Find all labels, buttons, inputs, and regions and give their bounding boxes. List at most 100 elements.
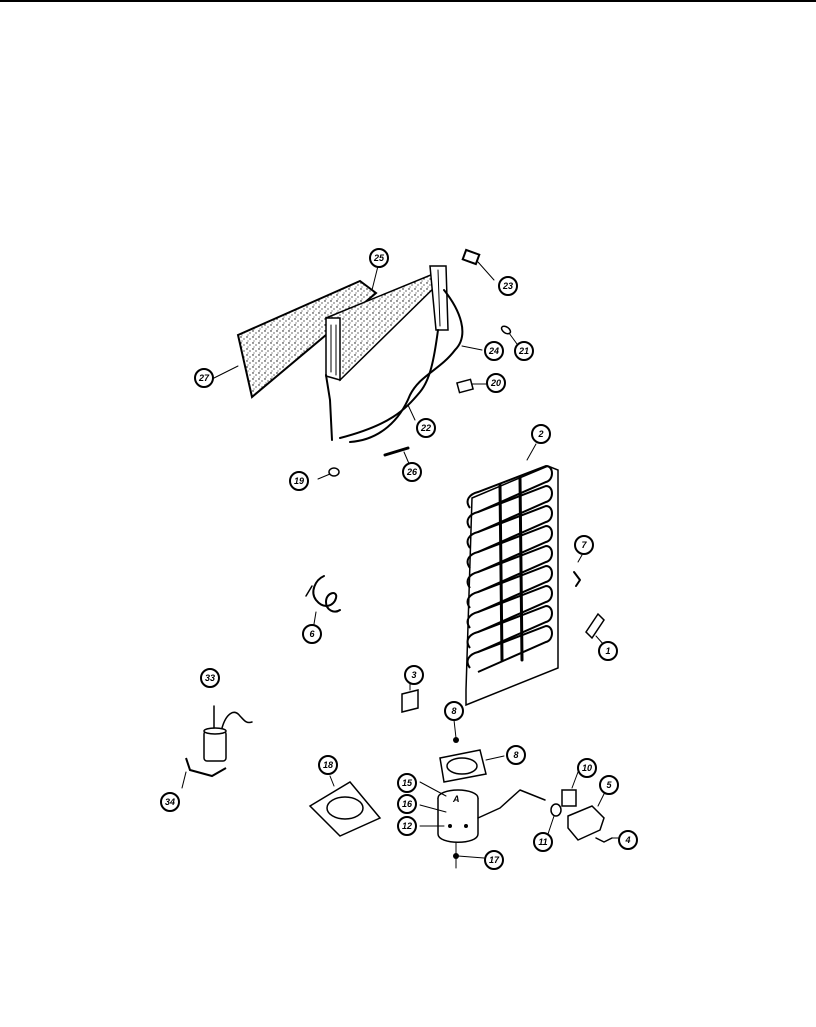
callout-label: 18 bbox=[323, 760, 333, 770]
callout-leaders bbox=[211, 265, 483, 827]
callout-circle bbox=[160, 792, 180, 812]
callout-circle bbox=[404, 665, 424, 685]
callout-8: 8 bbox=[444, 701, 464, 721]
plug-part bbox=[461, 248, 495, 281]
condenser-coil-part bbox=[465, 443, 559, 707]
callout-19: 19 bbox=[289, 471, 309, 491]
callout-25: 25 bbox=[369, 248, 389, 268]
coil-loop bbox=[466, 624, 553, 673]
callout-23: 23 bbox=[498, 276, 518, 296]
callout-2: 2 bbox=[531, 424, 551, 444]
coil-loop bbox=[466, 544, 553, 593]
callout-label: 6 bbox=[309, 629, 315, 639]
callout-label: 23 bbox=[502, 281, 513, 291]
callout-circle bbox=[514, 341, 534, 361]
callout-circle bbox=[506, 745, 526, 765]
tubing-part bbox=[325, 289, 464, 443]
callout-label: 33 bbox=[205, 673, 215, 683]
pin-part bbox=[383, 446, 411, 467]
callout-circle bbox=[533, 832, 553, 852]
callout-circle bbox=[369, 248, 389, 268]
mounting-plate-part bbox=[439, 719, 505, 783]
callout-8: 8 bbox=[506, 745, 526, 765]
callout-26: 26 bbox=[402, 462, 422, 482]
callout-label: 27 bbox=[198, 373, 210, 383]
callout-circle bbox=[498, 276, 518, 296]
screw-part bbox=[573, 554, 583, 587]
callout-circle bbox=[484, 341, 504, 361]
callout-circle bbox=[574, 535, 594, 555]
callout-circle bbox=[200, 668, 220, 688]
callout-27: 27 bbox=[194, 368, 214, 388]
callout-label: 22 bbox=[420, 423, 431, 433]
callout-10: 10 bbox=[577, 758, 597, 778]
filter-pad-part bbox=[236, 279, 378, 399]
wire-harness-part bbox=[305, 575, 341, 625]
coil-loop bbox=[466, 484, 553, 533]
coil-block-part bbox=[325, 265, 449, 382]
callout-label: 7 bbox=[581, 540, 587, 550]
base-plate-part bbox=[308, 775, 382, 837]
callout-15: 15 bbox=[397, 773, 417, 793]
callout-circle bbox=[577, 758, 597, 778]
callout-21: 21 bbox=[514, 341, 534, 361]
callout-circle bbox=[397, 773, 417, 793]
capacitor-part bbox=[203, 705, 253, 762]
callout-label: 8 bbox=[451, 706, 456, 716]
callout-circle bbox=[402, 462, 422, 482]
callout-circle bbox=[194, 368, 214, 388]
callout-label: 2 bbox=[537, 429, 543, 439]
callout-label: 8 bbox=[513, 750, 518, 760]
callout-label: 26 bbox=[406, 467, 418, 477]
callout-label: 20 bbox=[490, 378, 501, 388]
callout-label: 19 bbox=[294, 476, 304, 486]
strap-part bbox=[181, 757, 227, 789]
callout-20: 20 bbox=[486, 373, 506, 393]
coil-loop bbox=[466, 564, 553, 613]
callout-label: 25 bbox=[373, 253, 385, 263]
callout-7: 7 bbox=[574, 535, 594, 555]
callout-label: 21 bbox=[518, 346, 529, 356]
callout-label: 16 bbox=[402, 799, 413, 809]
callout-circle bbox=[484, 850, 504, 870]
callout-label: 24 bbox=[488, 346, 499, 356]
callout-22: 22 bbox=[416, 418, 436, 438]
relay-overload-part bbox=[547, 771, 619, 843]
callout-circle bbox=[289, 471, 309, 491]
callout-label: 1 bbox=[605, 646, 610, 656]
callout-label: 5 bbox=[606, 780, 612, 790]
callout-circle bbox=[531, 424, 551, 444]
callout-circle bbox=[486, 373, 506, 393]
bracket-part bbox=[585, 612, 605, 646]
clip-part bbox=[500, 325, 518, 345]
callout-circle bbox=[618, 830, 638, 850]
callout-circle bbox=[318, 755, 338, 775]
callout-34: 34 bbox=[160, 792, 180, 812]
compressor-part: A bbox=[437, 789, 546, 869]
callout-circle bbox=[416, 418, 436, 438]
callout-label: 11 bbox=[538, 837, 547, 847]
callout-circle bbox=[444, 701, 464, 721]
callout-4: 4 bbox=[618, 830, 638, 850]
coil-loop bbox=[466, 464, 553, 513]
callout-12: 12 bbox=[397, 816, 417, 836]
callout-1: 1 bbox=[598, 641, 618, 661]
callout-33: 33 bbox=[200, 668, 220, 688]
callout-label: 4 bbox=[624, 835, 630, 845]
connector-part bbox=[456, 378, 487, 394]
callout-circle bbox=[397, 816, 417, 836]
callout-3: 3 bbox=[404, 665, 424, 685]
callout-11: 11 bbox=[533, 832, 553, 852]
callout-24: 24 bbox=[484, 341, 504, 361]
callout-label: 3 bbox=[411, 670, 416, 680]
coil-loop bbox=[466, 604, 553, 653]
callout-label: 15 bbox=[402, 778, 413, 788]
callout-18: 18 bbox=[318, 755, 338, 775]
callout-label: 10 bbox=[582, 763, 592, 773]
coil-loop bbox=[466, 524, 553, 573]
callout-circle bbox=[302, 624, 322, 644]
callout-circle bbox=[599, 775, 619, 795]
callout-label: 12 bbox=[402, 821, 412, 831]
